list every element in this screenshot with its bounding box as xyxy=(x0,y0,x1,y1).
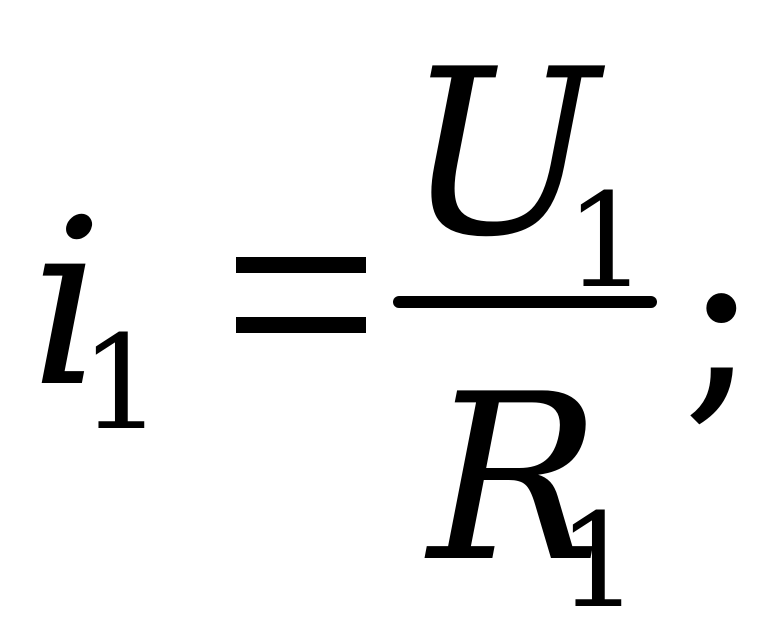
equals-bottom-bar xyxy=(236,317,366,333)
denominator-variable: R xyxy=(428,346,602,613)
fraction-bar xyxy=(393,296,657,308)
semicolon: ; xyxy=(682,181,760,448)
numerator-variable: U xyxy=(405,21,599,288)
numerator-subscript: 1 xyxy=(565,165,648,317)
equals-top-bar xyxy=(236,257,366,273)
denominator-subscript: 1 xyxy=(557,485,640,637)
lhs-subscript: 1 xyxy=(80,307,163,459)
lhs-variable: i xyxy=(30,171,104,438)
